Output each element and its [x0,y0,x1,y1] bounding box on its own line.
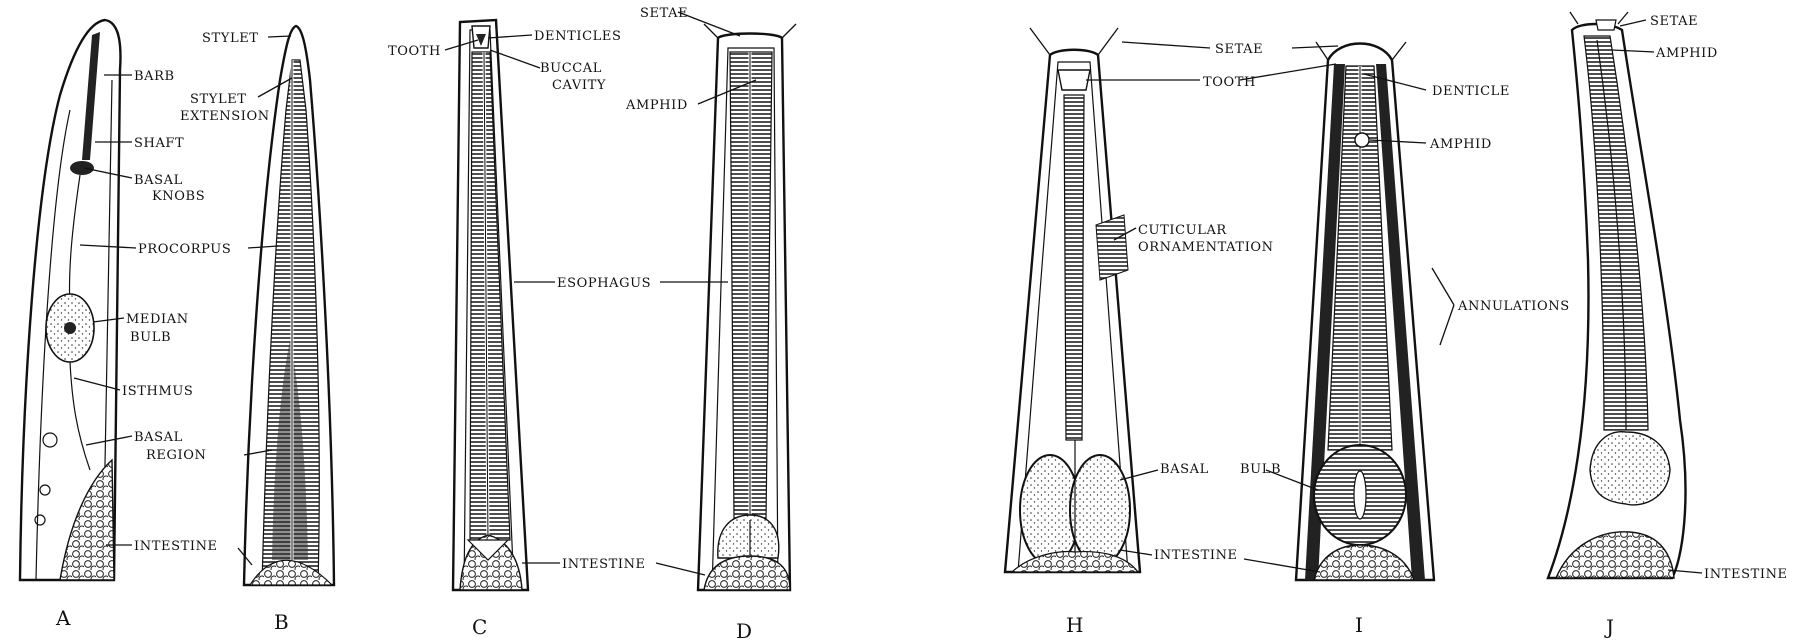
label-median-bulb-2: BULB [130,330,171,345]
label-intestine-j: INTESTINE [1704,567,1788,582]
label-setae-d: SETAE [640,6,688,21]
panel-letter-j: J [1604,615,1614,639]
panel-letter-c: C [472,615,487,639]
intestine-shape [60,460,114,580]
label-stylet-b: STYLET [202,31,259,46]
label-shaft: SHAFT [134,136,184,151]
label-cuticular: CUTICULAR [1138,223,1227,238]
label-intestine-c: INTESTINE [562,557,646,572]
panel-h: SETAE TOOTH CUTICULAR ORNAMENTATION BASA… [1005,28,1281,637]
panel-c: TOOTH DENTICLES BUCCAL CAVITY ESOPHAGUS … [388,20,651,639]
label-setae-h: SETAE [1215,42,1263,57]
label-setae-j: SETAE [1650,14,1698,29]
label-buccal-cavity-2: CAVITY [552,78,606,93]
basal-knobs-shape [70,161,94,175]
panel-i: DENTICLE AMPHID ANNULATIONS I [1240,42,1570,637]
stylet-shape [82,32,100,160]
label-bulb-h: BULB [1240,462,1281,477]
panel-letter-h: H [1066,613,1083,637]
panel-letter-a: A [55,606,71,630]
label-denticle: DENTICLE [1432,84,1510,99]
label-buccal-cavity-1: BUCCAL [540,61,602,76]
panel-letter-d: D [736,619,752,643]
label-basal-region-2: REGION [146,448,206,463]
label-tooth-h: TOOTH [1203,75,1256,90]
label-basal-h: BASAL [1160,462,1209,477]
panel-letter-i: I [1355,613,1363,637]
label-tooth-c: TOOTH [388,44,441,59]
label-denticles: DENTICLES [534,29,621,44]
label-isthmus: ISTHMUS [122,384,193,399]
label-amphid-i: AMPHID [1429,137,1492,152]
label-basal-region-1: BASAL [134,430,183,445]
label-ornamentation: ORNAMENTATION [1138,240,1274,255]
label-amphid-d: AMPHID [625,98,688,113]
panel-letter-b: B [274,610,289,634]
label-procorpus: PROCORPUS [138,242,231,257]
panel-d: SETAE AMPHID D [625,6,796,643]
label-basal-knobs-2: KNOBS [152,189,205,204]
label-stylet-extension-2: EXTENSION [180,109,270,124]
panel-j: SETAE AMPHID INTESTINE J [1548,12,1788,639]
label-intestine-a: INTESTINE [134,539,218,554]
label-amphid-j: AMPHID [1655,46,1718,61]
label-basal-knobs-1: BASAL [134,173,183,188]
label-stylet-extension-1: STYLET [190,92,247,107]
label-barb: BARB [134,69,175,84]
label-median-bulb-1: MEDIAN [126,312,189,327]
cuticular-ornamentation-shape [1096,215,1128,280]
label-annulations: ANNULATIONS [1457,299,1570,314]
label-intestine-h: INTESTINE [1154,548,1238,563]
label-esophagus: ESOPHAGUS [557,276,651,291]
